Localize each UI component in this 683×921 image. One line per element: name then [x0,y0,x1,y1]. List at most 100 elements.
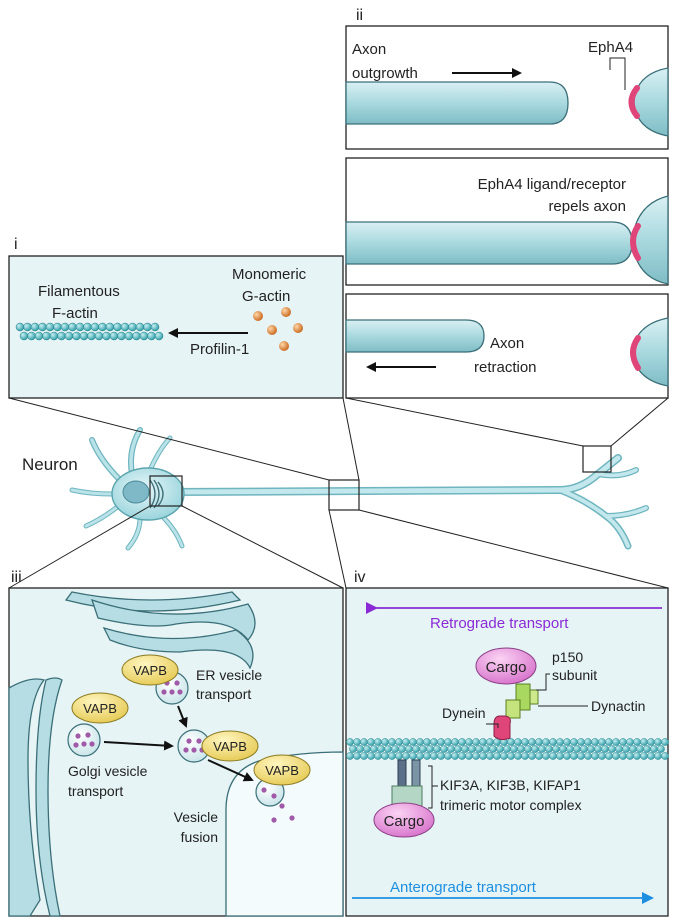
fusion-label-1: Vesicle [174,809,219,825]
bead [15,322,25,332]
bead [135,322,145,332]
bead [549,738,557,746]
bead [388,752,396,760]
bead [570,738,578,746]
bead [423,752,431,760]
p150-label-2: subunit [552,667,597,683]
bead [573,745,581,753]
zoom-box-i-iv [328,479,360,511]
bead [650,745,658,753]
axon-retraction-shape [345,319,485,353]
vapb-proteins [71,654,311,786]
bead [479,738,487,746]
bead [633,738,641,746]
bead [521,752,529,760]
bead [42,331,51,341]
bead [75,322,85,332]
bead [507,738,515,746]
bead [556,752,564,760]
epha4-receptor-2 [630,223,641,261]
bead [367,752,375,760]
bead [27,331,36,341]
bead [360,738,368,746]
bead [472,752,480,760]
bead [598,738,606,746]
f-actin-label-2: F-actin [52,305,98,322]
golgi-transport-label-1: Golgi vesicle [68,763,148,779]
axon-repel-shape [345,221,633,265]
bead [489,745,497,753]
bead [458,752,466,760]
bead [584,752,592,760]
bead [465,752,473,760]
bead [535,752,543,760]
bead [72,331,81,341]
bead [113,322,122,332]
retrograde-label: Retrograde transport [430,615,569,632]
bead [128,322,137,332]
bead [542,752,550,760]
bead [654,738,662,746]
bead [402,738,410,746]
bead [102,331,111,341]
panel-i: i Filamentous F-actin Monomeric G-actin … [8,236,344,399]
neuron-label: Neuron [22,455,78,474]
bead [570,752,578,760]
bead [580,745,588,753]
dynactin-label: Dynactin [591,698,645,714]
bead [154,331,164,341]
bead [465,738,473,746]
repel-label-1: EphA4 ligand/receptor [478,176,626,193]
bead [472,738,480,746]
dynein-leader [486,723,499,728]
bead [587,745,595,753]
bead [486,738,494,746]
vesicle-cargo-dots [73,680,295,823]
bead [566,745,574,753]
bead [454,745,462,753]
bead [514,752,522,760]
bead [87,331,96,341]
panel-ii: ii Axon outgrowth EphA4 EphA4 ligand/rec… [345,7,669,399]
repel-label-2: repels axon [548,198,626,215]
panel-iii: iii [8,569,344,917]
bead [45,322,55,332]
vapb-label-golgi: VAPB [83,701,117,716]
bead [79,331,89,341]
bead [640,738,648,746]
bead [496,745,504,753]
bead [374,752,382,760]
axon-outgrowth-label-1: Axon [352,41,386,58]
bead [117,331,126,341]
vapb-label-er: VAPB [133,663,167,678]
bead [521,738,529,746]
bead [640,752,648,760]
bead [349,745,357,753]
bead [622,745,630,753]
bead [388,738,396,746]
bead [619,738,627,746]
epha4-leader-line [609,57,618,70]
axon [166,454,622,496]
bead [132,331,141,341]
bead [395,752,403,760]
retraction-label-2: retraction [474,359,537,376]
bead [409,738,417,746]
bead [120,322,130,332]
bead [370,745,378,753]
bead [636,745,644,753]
golgi-stack [8,677,63,917]
bead [556,738,564,746]
kinesin-complex: Cargo [373,759,435,838]
bead [542,738,550,746]
bead [405,745,413,753]
p150-label-1: p150 [552,649,583,665]
bead [68,322,77,332]
bead [124,331,134,341]
golgi-vesicle [67,723,101,757]
bead [346,738,354,746]
bead [552,745,560,753]
bead [626,738,634,746]
bead [538,745,546,753]
bead [475,745,483,753]
